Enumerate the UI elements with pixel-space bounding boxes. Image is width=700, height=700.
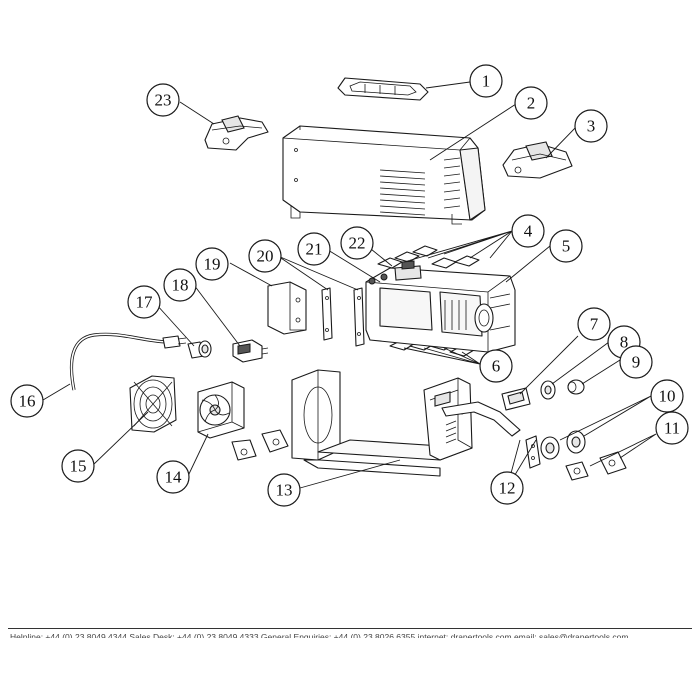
- svg-text:23: 23: [155, 91, 172, 110]
- callout-16: 16: [10, 384, 44, 418]
- footer-contact-line: Helpline: +44 (0) 23 8049 4344 Sales Des…: [10, 632, 629, 638]
- svg-text:1: 1: [482, 72, 491, 91]
- callout-10: 10: [650, 379, 684, 413]
- callout-2: 2: [514, 86, 548, 120]
- callout-14: 14: [156, 460, 190, 494]
- part-rectifier-diodes-upper: [377, 245, 480, 269]
- part-control-knob: [540, 380, 556, 400]
- svg-text:5: 5: [562, 237, 571, 256]
- svg-text:2: 2: [527, 94, 536, 113]
- svg-text:15: 15: [70, 457, 87, 476]
- part-chassis-frame: [231, 369, 521, 477]
- callout-4: 4: [511, 214, 545, 248]
- svg-text:9: 9: [632, 353, 641, 372]
- leader-lines: [42, 81, 657, 489]
- part-support-bar-left: [321, 287, 333, 341]
- part-connectors: [525, 435, 541, 469]
- svg-text:12: 12: [499, 479, 516, 498]
- callout-15: 15: [61, 449, 95, 483]
- svg-text:7: 7: [590, 315, 599, 334]
- part-support-bar-right: [353, 287, 365, 347]
- part-display-panel: [501, 387, 531, 411]
- svg-text:11: 11: [664, 419, 680, 438]
- part-cooling-fan: [197, 381, 245, 439]
- callout-13: 13: [267, 473, 301, 507]
- svg-text:8: 8: [620, 333, 629, 352]
- callout-20: 20: [248, 239, 282, 273]
- callout-23: 23: [146, 83, 180, 117]
- svg-text:10: 10: [659, 387, 676, 406]
- callout-6: 6: [479, 349, 513, 383]
- callout-17: 17: [127, 285, 161, 319]
- callout-18: 18: [163, 268, 197, 302]
- svg-text:16: 16: [19, 392, 36, 411]
- part-handle-end-right: [502, 141, 573, 179]
- svg-text:6: 6: [492, 357, 501, 376]
- svg-text:17: 17: [136, 293, 154, 312]
- callout-12: 12: [490, 471, 524, 505]
- callout-7: 7: [577, 307, 611, 341]
- part-mounting-bracket: [267, 281, 307, 335]
- part-fan-guard: [129, 375, 177, 433]
- part-main-pcb-assembly: [365, 260, 516, 353]
- svg-text:22: 22: [349, 234, 366, 253]
- part-handle-grip: [337, 77, 429, 101]
- callout-11: 11: [655, 411, 689, 445]
- callout-3: 3: [574, 109, 608, 143]
- part-cable-gland: [187, 340, 212, 359]
- part-outer-cover: [282, 125, 486, 225]
- svg-text:18: 18: [172, 276, 189, 295]
- svg-text:19: 19: [204, 255, 221, 274]
- svg-text:14: 14: [165, 468, 183, 487]
- part-knob-cap: [567, 379, 585, 395]
- footer-rule: [8, 628, 692, 629]
- callout-21: 21: [297, 232, 331, 266]
- svg-text:21: 21: [306, 240, 323, 259]
- part-output-sockets: [540, 430, 586, 460]
- callout-5: 5: [549, 229, 583, 263]
- callout-1: 1: [469, 64, 503, 98]
- svg-text:3: 3: [587, 117, 596, 136]
- svg-text:4: 4: [524, 222, 533, 241]
- callout-9: 9: [619, 345, 653, 379]
- part-input-cable: [69, 332, 187, 391]
- svg-text:20: 20: [257, 247, 274, 266]
- svg-text:13: 13: [276, 481, 293, 500]
- part-output-terminals: [565, 451, 627, 481]
- part-power-switch: [232, 339, 269, 363]
- callout-22: 22: [340, 226, 374, 260]
- callout-19: 19: [195, 247, 229, 281]
- part-handle-end-left: [204, 115, 269, 151]
